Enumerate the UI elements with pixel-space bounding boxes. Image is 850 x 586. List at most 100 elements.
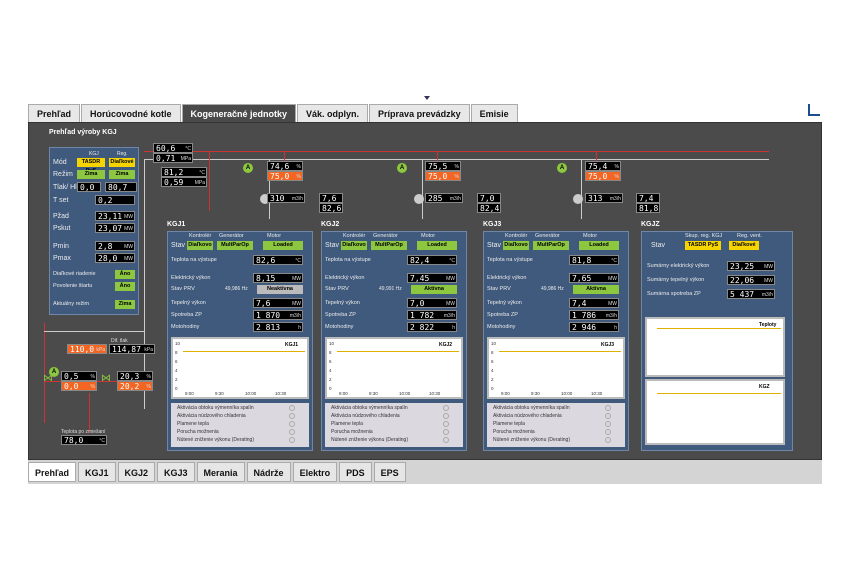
kgj2-alarm-text: Plamene tepla: [331, 421, 363, 427]
ov-mod-value[interactable]: TASDR PyS: [77, 158, 105, 174]
valve2-pos: 75,5%: [425, 161, 461, 171]
ov-akt-value[interactable]: Zima: [115, 300, 135, 309]
tab-emisie[interactable]: Emisie: [470, 104, 518, 122]
arrow-icon: [424, 96, 430, 100]
kgj2-h3: Motor: [421, 233, 436, 239]
kgj3-title: KGJ3: [483, 221, 502, 228]
kgj3-el-label: Elektrický výkon: [487, 275, 527, 281]
ov-pzad-label: Pžad: [53, 213, 69, 220]
kgj2-h2: Generátor: [373, 233, 398, 239]
btab-merania[interactable]: Merania: [196, 462, 245, 482]
kgj2-alarm-text: Nútené zníženie výkonu (Derating): [331, 437, 408, 443]
top-tab-bar: Prehľad Horúcovodné kotle Kogeneračné je…: [28, 104, 519, 122]
kgj2-moto-value: 2 822: [410, 323, 435, 332]
kgj2-ytick: 2: [329, 377, 332, 382]
btab-pds[interactable]: PDS: [339, 462, 372, 482]
ov-tlak1: 0,0: [77, 182, 101, 192]
kgj2-kontroler[interactable]: Diaľkovo: [341, 241, 367, 250]
kgj1-prv-label: Stav PRV: [171, 286, 195, 292]
kgj1-title: KGJ1: [167, 221, 186, 228]
kgj3-chart-label: KGJ3: [601, 342, 615, 348]
kgjz-v1[interactable]: TASDR PyS: [685, 241, 721, 250]
kgj1-moto-unit: h: [298, 325, 301, 331]
back-icon[interactable]: [808, 104, 820, 116]
tab-horucovodne-kotle[interactable]: Horúcovodné kotle: [80, 104, 181, 122]
btab-kgj1[interactable]: KGJ1: [77, 462, 116, 482]
ov-pmax-unit: MW: [124, 256, 133, 262]
kgj3-kontroler[interactable]: Diaľkovo: [503, 241, 529, 250]
btab-elektro[interactable]: Elektro: [292, 462, 338, 482]
btab-kgj3[interactable]: KGJ3: [157, 462, 195, 482]
tab-kogeneracne-jednotky[interactable]: Kogeneračné jednotky: [181, 104, 297, 122]
kgj2-tep-unit: MW: [446, 301, 455, 307]
ov-rezim-value2[interactable]: Zima: [109, 170, 135, 179]
kgjz-chart1-line: [657, 328, 781, 329]
kgj2-moto-label: Motohodiny: [325, 324, 354, 330]
btab-nadrze[interactable]: Nádrže: [246, 462, 291, 482]
kgj2-alarm-text: Aktivácia obtoku výmenníka spalín: [331, 405, 408, 411]
kgj3-alarm-dot: [605, 437, 611, 443]
ov-pmin-unit: MW: [124, 244, 133, 250]
kgj2-xtick: 9:30: [369, 391, 378, 396]
kgj1-alarm-text: Aktivácia obtoku výmenníka spalín: [177, 405, 254, 411]
kgj2-alarm-panel: [325, 403, 463, 447]
kgj3-motor[interactable]: Loaded: [579, 241, 619, 250]
kgj3-ytick: 8: [491, 350, 494, 355]
kgj3-prv-label: Stav PRV: [487, 286, 511, 292]
tab-vak-odplyn[interactable]: Vák. odplyn.: [297, 104, 369, 122]
kgj3-hz: 49,986 Hz: [541, 286, 564, 292]
btab-kgj2[interactable]: KGJ2: [117, 462, 156, 482]
valve-icon[interactable]: ⋈: [101, 373, 111, 384]
kgj2-chart-label: KGJ2: [439, 342, 453, 348]
ov-mod-value2[interactable]: Diaľkové: [109, 158, 135, 167]
kgj3-prv[interactable]: Aktívna: [573, 285, 619, 294]
ov-povol-value[interactable]: Áno: [115, 282, 135, 291]
kgj1-prv[interactable]: Neaktívna: [257, 285, 303, 294]
kgj2-alarm-dot: [443, 413, 449, 419]
pipe: [89, 393, 90, 433]
tab-prehlad[interactable]: Prehľad: [28, 104, 80, 122]
kgj2-el-unit: MW: [446, 276, 455, 282]
kgj1-chart-label: KGJ1: [285, 342, 299, 348]
kgj1-tep-value: 7,6: [256, 299, 271, 308]
ov-col1: KGJ: [89, 151, 99, 157]
kgj2-ytick: 8: [329, 350, 332, 355]
kgj1-motor[interactable]: Loaded: [263, 241, 303, 250]
kgjz-chart2: [645, 379, 785, 445]
kgjz-v2[interactable]: Diaľkové: [729, 241, 759, 250]
ov-rezim-value[interactable]: Zima: [77, 170, 105, 179]
kgj1-el-value: 8,15: [256, 274, 276, 283]
kgj3-moto-value: 2 946: [572, 323, 597, 332]
kgj2-prv[interactable]: Aktívna: [411, 285, 457, 294]
kgj3-ytick: 0: [491, 386, 494, 391]
kgj2-motor[interactable]: Loaded: [417, 241, 457, 250]
btab-eps[interactable]: EPS: [373, 462, 406, 482]
valve-icon[interactable]: ⋈: [43, 373, 53, 384]
kgj3-generator[interactable]: MultParOp: [533, 241, 569, 250]
kgj1-generator[interactable]: MultParOp: [217, 241, 253, 250]
kgj3-chart: [487, 337, 625, 399]
ov-tset-value: 0,2: [98, 196, 113, 205]
btab-prehlad[interactable]: Prehľad: [28, 462, 76, 482]
kgj2-generator[interactable]: MultParOp: [371, 241, 407, 250]
ov-pmax-label: Pmax: [53, 255, 71, 262]
kgj1-kontroler[interactable]: Diaľkovo: [187, 241, 213, 250]
tab-priprava-prevadzky[interactable]: Príprava prevádzky: [369, 104, 470, 122]
left-valve2-set: 20,2%: [117, 381, 153, 391]
kgj2-el-value: 7,45: [410, 274, 430, 283]
kgj1-stav-label: Stav: [171, 242, 186, 249]
flowmeter-icon: [573, 194, 583, 204]
kgj2-hz: 49,991 Hz: [379, 286, 402, 292]
ov-dial-value[interactable]: Áno: [115, 270, 135, 279]
kgj3-alarm-dot: [605, 413, 611, 419]
kgj2-ytick: 6: [329, 359, 332, 364]
return-temp: 81,2°C: [161, 167, 207, 177]
kgj1-xtick: 9:30: [215, 391, 224, 396]
